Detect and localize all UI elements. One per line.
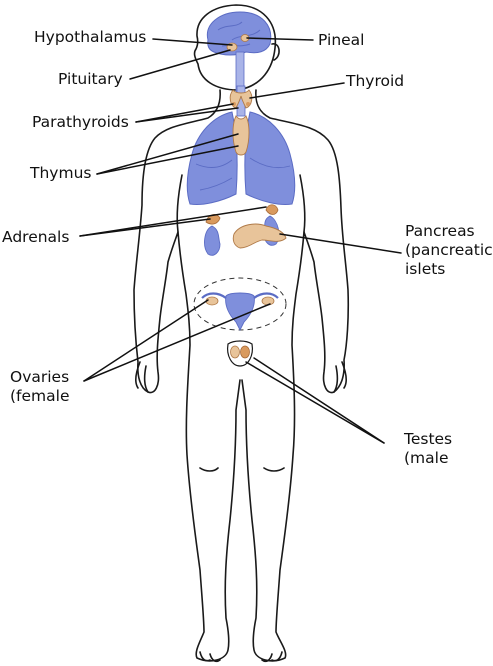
leader-ovaries-b	[83, 303, 271, 382]
left-testis	[230, 345, 240, 359]
parathyroid-gland	[232, 102, 236, 106]
knee-lines	[199, 467, 285, 472]
leader-thymus-a	[96, 133, 239, 175]
leader-pancreas	[279, 233, 402, 254]
leader-thyroid	[249, 82, 345, 99]
reproductive-organs	[193, 277, 287, 367]
leader-pituitary	[129, 49, 231, 80]
label-testes-line1: Testes	[404, 430, 453, 448]
label-ovaries-line1: Ovaries	[10, 368, 70, 386]
left-side-outline	[133, 89, 241, 662]
label-ovaries: Ovaries (female	[10, 368, 69, 406]
label-pineal: Pineal	[318, 31, 365, 49]
left-inner-arm	[176, 174, 183, 233]
lungs	[186, 85, 296, 205]
leader-hypothalamus	[152, 38, 233, 46]
label-pancreas-line1: Pancreas	[405, 222, 475, 240]
body-outline	[133, 4, 350, 663]
right-lung	[244, 111, 296, 205]
right-side-outline	[241, 89, 350, 662]
neck-glands	[229, 89, 253, 156]
label-thymus: Thymus	[30, 164, 92, 182]
uterus	[225, 292, 255, 332]
label-adrenals: Adrenals	[2, 228, 70, 246]
label-testes: Testes (male	[404, 430, 452, 468]
parathyroid-gland	[246, 102, 250, 106]
right-ovary	[261, 296, 275, 306]
left-kidney	[204, 225, 221, 256]
leader-testes-a	[245, 361, 385, 444]
leader-pineal	[246, 37, 314, 41]
label-pancreas: Pancreas (pancreatic islets	[405, 222, 493, 279]
left-adrenal-gland	[205, 214, 221, 225]
left-toes	[199, 651, 221, 663]
fallopian-tubes	[201, 292, 279, 299]
pancreas-gland	[232, 223, 287, 249]
leader-lines	[79, 37, 402, 444]
leader-testes-b	[253, 357, 385, 444]
label-pituitary: Pituitary	[58, 70, 123, 88]
thymus-gland	[232, 115, 250, 156]
label-pancreas-line3: islets	[405, 260, 446, 278]
leader-parathyroids-b	[135, 107, 239, 123]
leader-adrenals-b	[79, 206, 267, 237]
label-pancreas-line2: (pancreatic	[405, 241, 493, 259]
leader-ovaries-a	[83, 299, 209, 382]
abdominal-organs	[204, 204, 287, 256]
label-ovaries-line2: (female	[10, 387, 70, 405]
left-hand-outline	[135, 361, 149, 393]
ear-outline	[271, 43, 280, 61]
brain-shape	[206, 11, 272, 56]
label-hypothalamus: Hypothalamus	[34, 28, 147, 46]
head-outline	[193, 4, 277, 91]
label-thyroid: Thyroid	[346, 72, 405, 90]
lung-lobe-lines	[195, 157, 291, 191]
right-testis	[240, 345, 250, 359]
label-testes-line2: (male	[404, 449, 449, 467]
right-inner-arm	[299, 174, 306, 233]
brain	[206, 11, 272, 93]
right-hand-outline	[333, 361, 347, 393]
right-toes	[261, 651, 283, 663]
leader-parathyroids-a	[135, 103, 234, 123]
label-parathyroids: Parathyroids	[32, 113, 129, 131]
right-adrenal-gland	[265, 204, 279, 215]
left-lung	[186, 111, 238, 205]
leader-thymus-b	[96, 145, 239, 175]
